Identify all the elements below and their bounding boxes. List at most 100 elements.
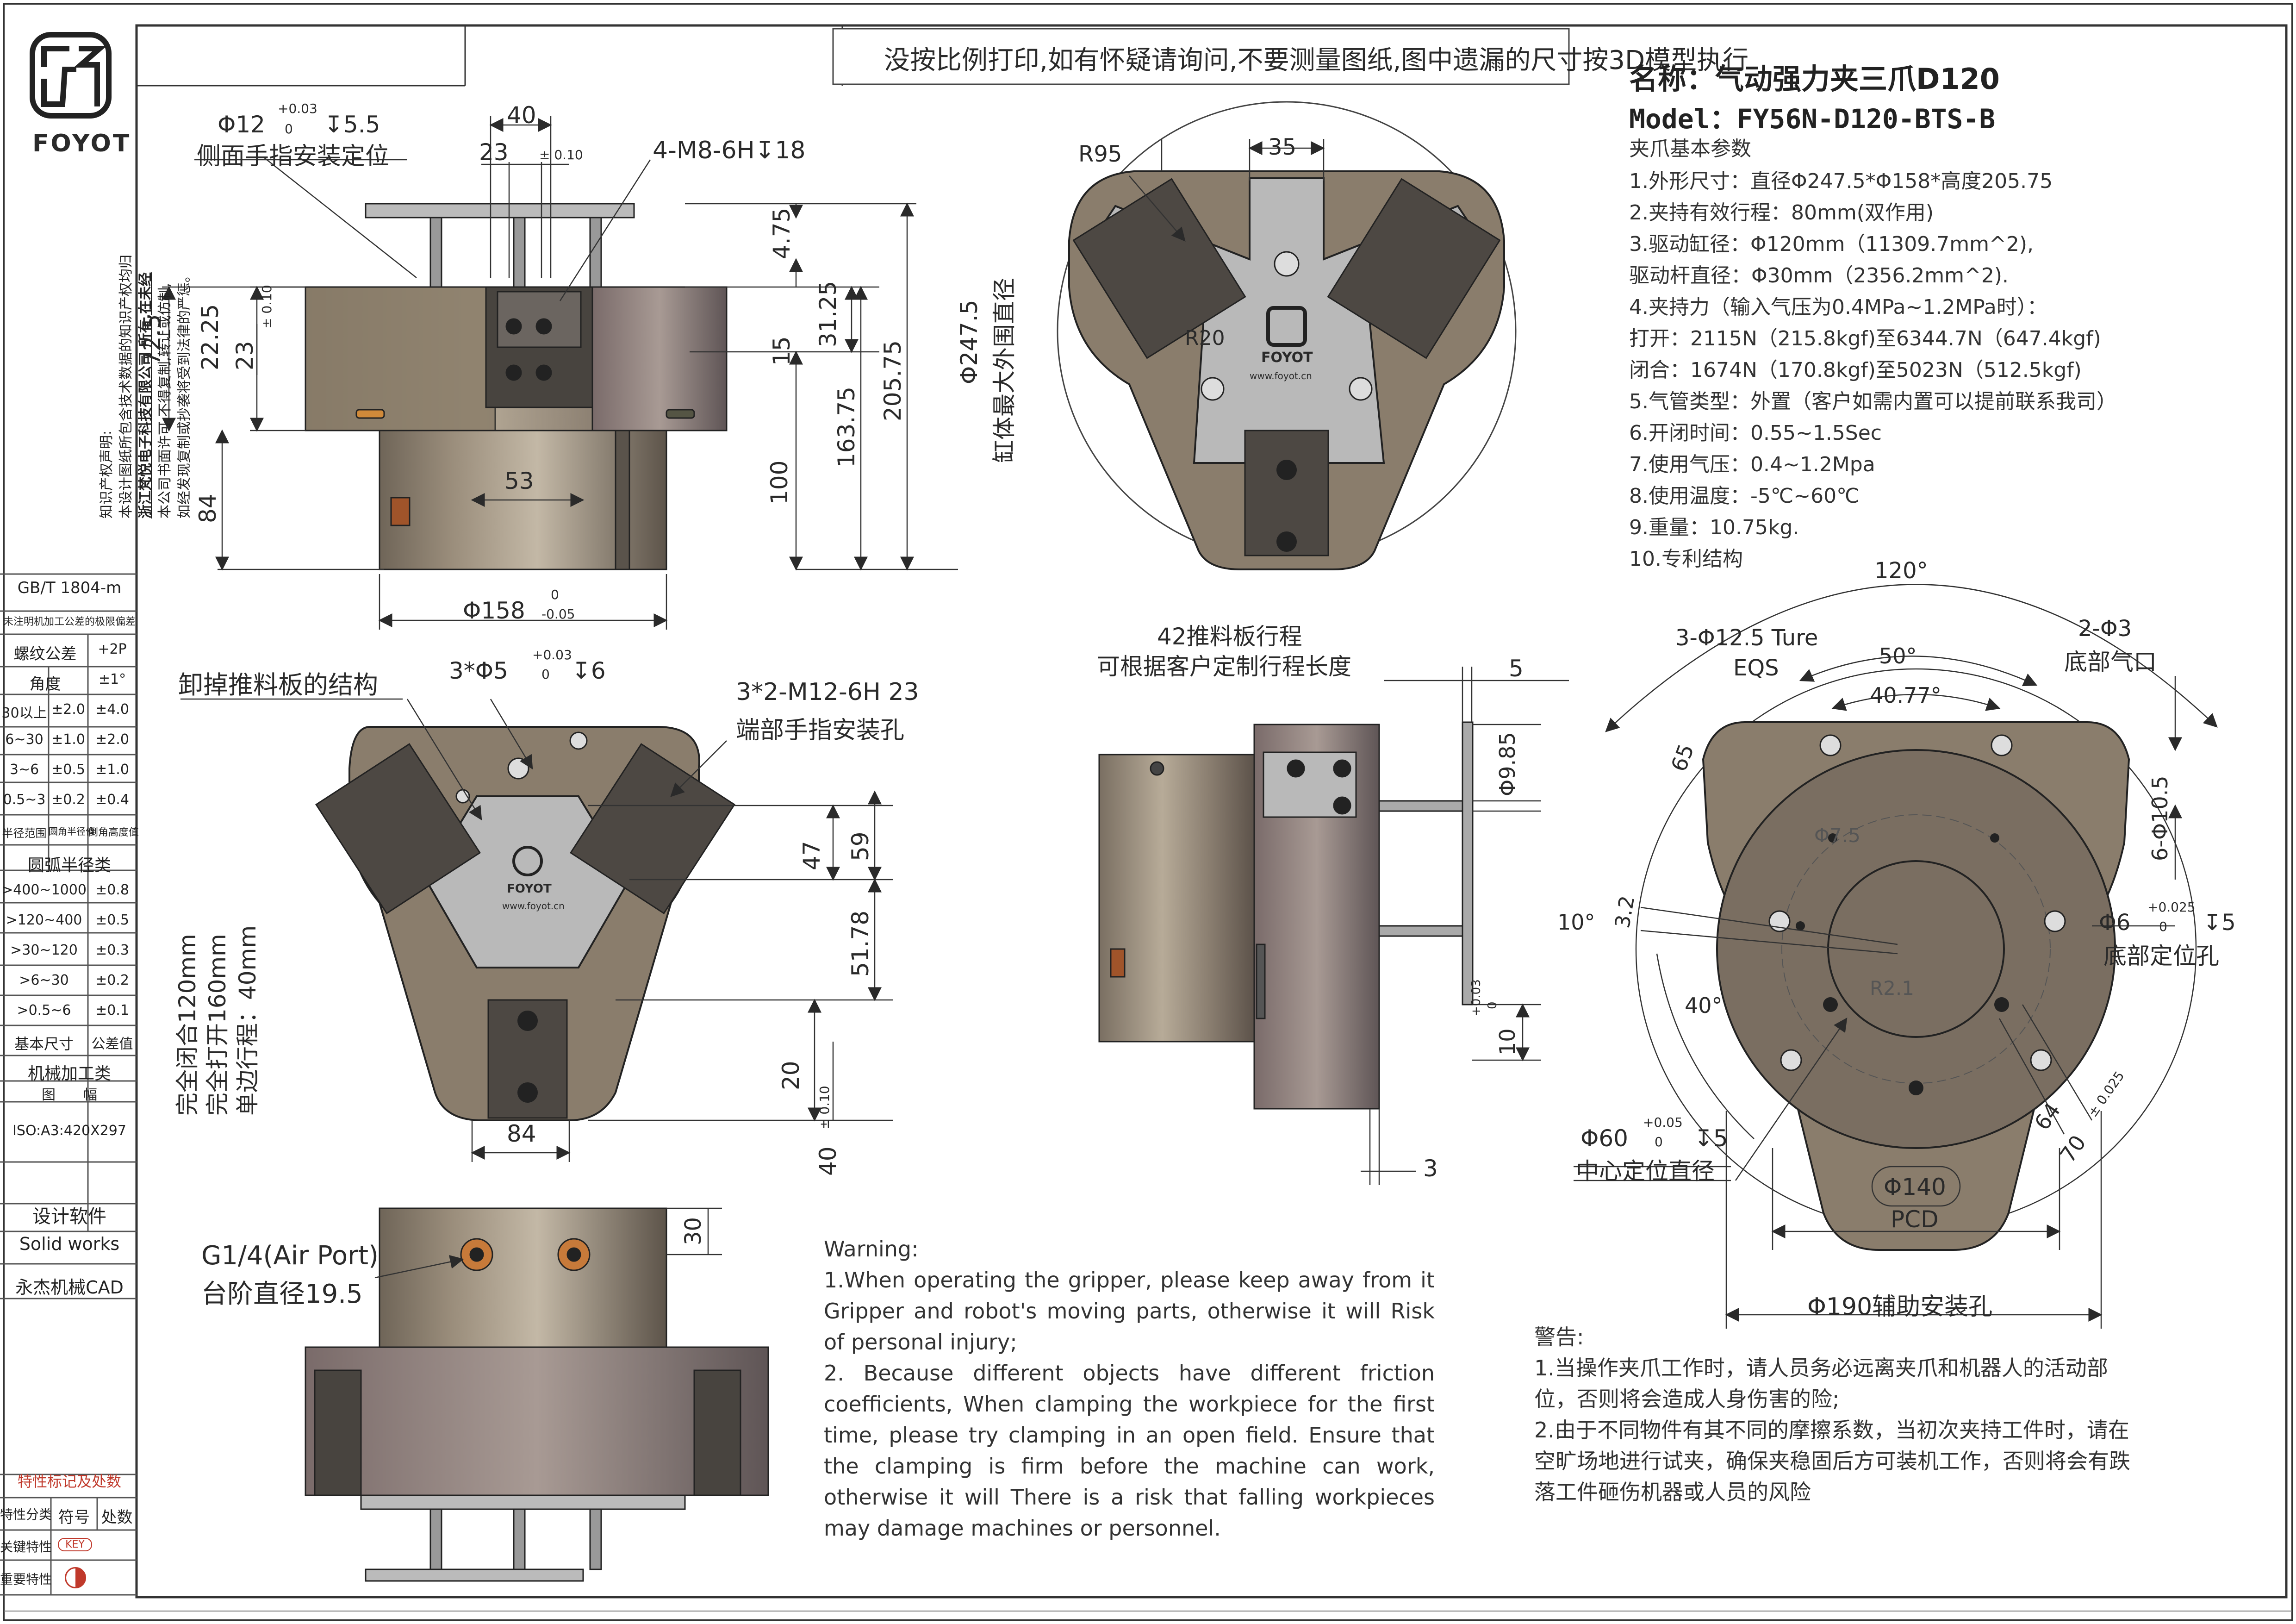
warning-en-title: Warning:: [824, 1237, 919, 1262]
key-col: 处数: [101, 1508, 133, 1527]
arc-cell: 基本尺寸: [14, 1035, 74, 1053]
tol-cell: ±1°: [98, 671, 126, 687]
dim-w84: 84: [507, 1120, 536, 1147]
port-label: G1/4(Air Port): [201, 1241, 379, 1271]
paper-size: ISO:A3:420X297: [12, 1123, 126, 1139]
spec-item: 闭合：1674N（170.8kgf)至5023N（512.5kgf): [1629, 358, 2082, 382]
side-stroke-1: 42推料板行程: [1157, 623, 1302, 650]
plate-removed-view: [315, 726, 735, 1121]
dim-d12-desc: 侧面手指安装定位: [197, 143, 390, 170]
warning-en: Warning: 1.When operating the gripper, p…: [824, 1234, 1435, 1544]
tol-cell: 圆角半径值: [49, 826, 95, 837]
dim-hole-low: 0: [541, 667, 550, 682]
software-label: 设计软件: [32, 1206, 106, 1227]
machining-label: 机械加工类: [27, 1064, 111, 1083]
dim-pin-up: +0.025: [2147, 899, 2196, 915]
dim-d158: Φ158: [463, 597, 525, 624]
dim-pin-low: 0: [2159, 919, 2167, 934]
tol-cell: 6~30: [5, 731, 44, 748]
dim-h10-low: 0: [1486, 1001, 1500, 1009]
arc-cell: ±0.8: [95, 882, 129, 898]
dim-pcd: PCD: [1891, 1206, 1939, 1233]
paper-label: 图 幅: [42, 1087, 97, 1103]
dim-d2475: Φ247.5: [956, 300, 983, 385]
tol-cell: 30以上: [1, 705, 47, 721]
side-view-dims: [1361, 667, 1569, 1185]
arc-cell: >120~400: [6, 912, 82, 928]
dim-h23-tol: ± 0.10: [259, 285, 274, 329]
key-title: 特性标记及处数: [17, 1473, 121, 1490]
tol-cell: 螺纹公差: [13, 645, 77, 663]
ip-notice-line: 本设计图纸所包含技术数据的知识产权均归: [118, 255, 134, 518]
side-stroke-2: 可根据客户定制行程长度: [1097, 653, 1351, 680]
dim-w23-tol: ± 0.10: [539, 147, 583, 162]
key-col: 符号: [58, 1508, 90, 1527]
dim-d12: Φ12: [218, 111, 265, 138]
plate-view-title: 卸掉推料板的结构: [178, 670, 378, 700]
dim-d12-tol-low: 0: [285, 121, 293, 137]
top-view: [1057, 101, 1517, 570]
dim-h20: 20: [778, 1061, 804, 1090]
dim-h20575: 205.75: [879, 340, 906, 421]
dim-h5178: 51.78: [847, 910, 874, 977]
arc-cell: ±0.2: [95, 972, 129, 988]
dim-r95: R95: [1078, 141, 1122, 167]
spec-item: 驱动杆直径：Φ30mm（2356.2mm^2).: [1629, 264, 2009, 287]
plate-brand: FOYOT: [1261, 350, 1313, 366]
dim-d60: Φ60: [1580, 1125, 1628, 1152]
dim-eqs-2: EQS: [1733, 655, 1779, 681]
dim-hole-up: +0.03: [532, 647, 572, 662]
spec-item: 7.使用气压：0.4~1.2Mpa: [1629, 453, 1875, 476]
dim-d985: Φ9.85: [1495, 732, 1520, 796]
dim-w40: 40: [507, 102, 536, 129]
dim-h10: 10: [1495, 1028, 1520, 1056]
dim-h23: 23: [231, 341, 258, 370]
dim-pin-depth: ↧5: [2203, 910, 2236, 936]
tol-cell: ±0.4: [95, 792, 129, 808]
dim-d60-up: +0.05: [1643, 1115, 1683, 1130]
tol-cell: ±1.0: [51, 731, 85, 748]
dim-h40-tol: ± 0.10: [817, 1086, 832, 1130]
warning-cn-p1: 1.当操作夹爪工作时，请人员务必远离夹爪和机器人的活动部位，否则将会造成人身伤害…: [1534, 1355, 2108, 1412]
spec-item: 9.重量：10.75kg.: [1629, 516, 1799, 539]
tol-cell: ±2.0: [51, 701, 85, 718]
foyot-logo: [30, 32, 112, 119]
key-row: 关键特性: [0, 1539, 52, 1555]
dim-air-1: 2-Φ3: [2078, 616, 2132, 642]
key-row: 重要特性: [0, 1572, 52, 1587]
dim-h22: 22.25: [197, 304, 224, 370]
dim-d60-desc: 中心定位直径: [1576, 1158, 1715, 1185]
dim-h15: 15: [768, 336, 795, 366]
warning-cn: 警告: 1.当操作夹爪工作时，请人员务必远离夹爪和机器人的活动部位，否则将会造成…: [1534, 1322, 2145, 1508]
tol-cell: ±0.2: [51, 792, 85, 808]
software-2: 永杰机械CAD: [15, 1277, 124, 1298]
dim-pin: Φ6: [2099, 910, 2131, 936]
dim-h3125: 31.25: [815, 281, 841, 347]
dim-a4077: 40.77°: [1870, 683, 1941, 708]
warning-cn-p2: 2.由于不同物件有其不同的摩擦系数，当初次夹持工件时，请在空旷场地进行试夹，确保…: [1534, 1418, 2130, 1505]
dim-plate-thread: 3*2-M12-6H 23: [736, 678, 919, 706]
warning-en-p1: 1.When operating the gripper, please kee…: [824, 1268, 1435, 1355]
spec-item: 6.开闭时间：0.55~1.5Sec: [1629, 421, 1882, 445]
dim-h16375: 163.75: [833, 387, 860, 468]
dim-h40: 40: [815, 1146, 841, 1176]
dim-d60-depth: ↧5: [1694, 1125, 1728, 1152]
dim-h30: 30: [680, 1217, 706, 1245]
tol-cell: ±1.0: [95, 762, 129, 778]
important-symbol-icon: [65, 1567, 86, 1588]
warning-en-p2: 2. Because different objects have differ…: [824, 1361, 1435, 1541]
arc-cell: ±0.3: [95, 942, 129, 958]
specs-heading: 夹爪基本参数: [1629, 137, 1751, 161]
ip-notice-line: 知识产权声明:: [99, 430, 115, 518]
software-1: Solid works: [19, 1234, 120, 1254]
dim-hole-depth: ↧6: [572, 657, 606, 684]
dim-h84: 84: [194, 493, 221, 523]
dim-h47: 47: [798, 841, 825, 870]
warning-cn-title: 警告:: [1534, 1324, 1584, 1349]
product-name: 名称：气动强力夹三爪D120: [1629, 62, 2000, 96]
dim-w5: 5: [1509, 655, 1524, 682]
dim-thread: 4-M8-6H↧18: [653, 137, 806, 164]
dim-d158-low: -0.05: [541, 606, 575, 622]
dim-d158-up: 0: [551, 587, 559, 602]
key-symbol: KEY: [58, 1538, 92, 1551]
